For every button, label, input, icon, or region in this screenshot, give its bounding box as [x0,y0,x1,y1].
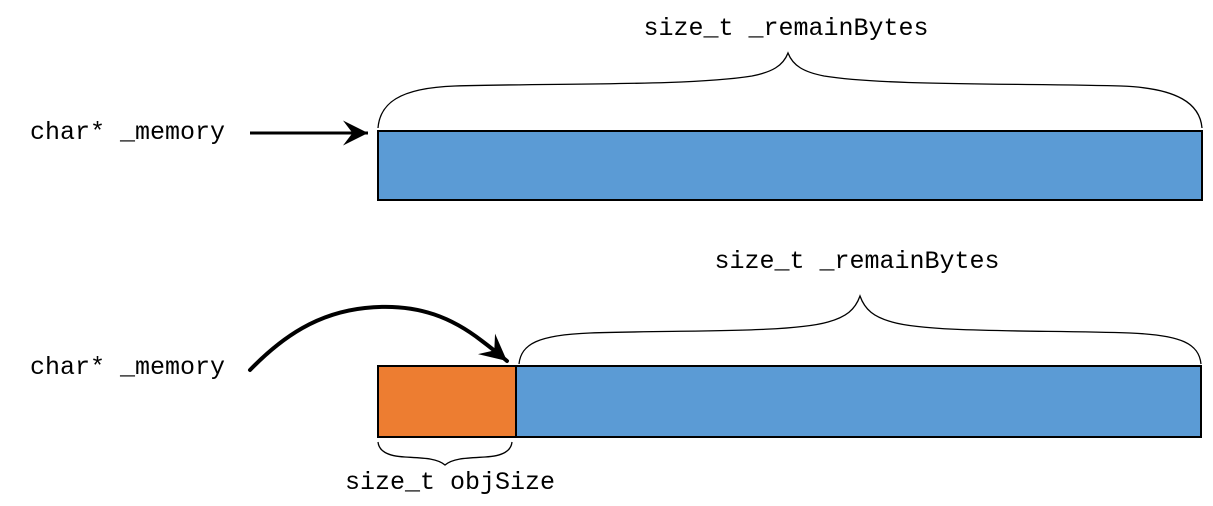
bottom-memory-pointer-label: char* _memory [30,353,226,382]
bottom-remaining-bar [515,365,1202,438]
bottom-remainbytes-label: size_t _remainBytes [714,247,1000,276]
objsize-brace [377,441,513,466]
bottom-objsize-block [377,365,517,438]
top-memory-pointer-label: char* _memory [30,118,226,147]
bottom-remainbytes-brace [518,294,1202,365]
top-memory-bar [377,130,1203,201]
top-remainbytes-label: size_t _remainBytes [643,14,929,43]
top-remainbytes-brace [377,51,1203,129]
objsize-label: size_t objSize [344,468,556,497]
bottom-pointer-arrow [248,304,509,372]
